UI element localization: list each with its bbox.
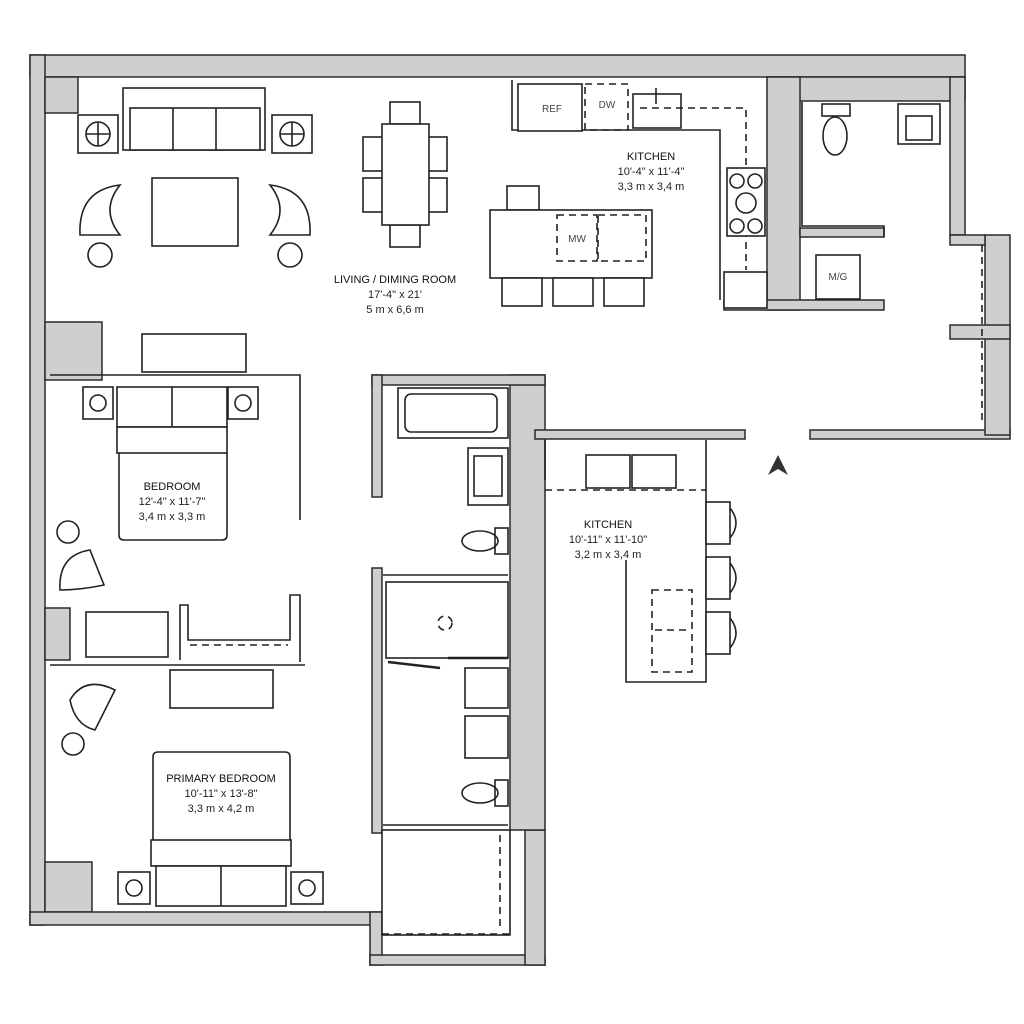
sink — [464, 715, 509, 759]
interior-walls — [50, 80, 983, 936]
svg-text:3,2 m x 3,4 m: 3,2 m x 3,4 m — [575, 549, 642, 561]
toilet — [461, 530, 499, 552]
microwave — [651, 589, 693, 673]
dresser — [169, 669, 274, 709]
primary-bedroom-label: PRIMARY BEDROOM 10'-11" x 13'-8" 3,3 m x… — [166, 773, 276, 815]
bathroom-1 — [397, 387, 509, 555]
svg-text:3,3 m x 3,4 m: 3,3 m x 3,4 m — [618, 181, 685, 193]
bedroom-label: BEDROOM 12'-4" x 11'-7" 3,4 m x 3,3 m — [139, 481, 206, 523]
bedroom-chair — [56, 520, 169, 658]
svg-text:LIVING / DIMING ROOM: LIVING / DIMING ROOM — [334, 274, 456, 286]
toilet — [461, 782, 499, 804]
svg-text:3,3 m x 4,2 m: 3,3 m x 4,2 m — [188, 803, 255, 815]
dining-table — [362, 101, 448, 248]
kitchen-island: MW — [489, 185, 653, 307]
living-room-label: LIVING / DIMING ROOM 17'-4" x 21' 5 m x … — [334, 274, 456, 316]
armchairs — [79, 183, 311, 268]
svg-text:BEDROOM: BEDROOM — [144, 481, 201, 493]
sink — [897, 103, 941, 145]
bathroom-2 — [385, 581, 509, 807]
bathtub — [397, 387, 509, 439]
svg-text:KITCHEN: KITCHEN — [627, 151, 675, 163]
svg-text:10'-11" x 13'-8": 10'-11" x 13'-8" — [185, 788, 258, 800]
svg-text:KITCHEN: KITCHEN — [584, 519, 632, 531]
refrigerator — [517, 83, 583, 132]
svg-text:M/G: M/G — [829, 272, 848, 283]
svg-text:REF: REF — [542, 104, 562, 115]
coffee-table — [151, 177, 239, 247]
washer-dryer — [815, 254, 861, 300]
sofa — [122, 87, 266, 151]
svg-text:10'-4" x 11'-4": 10'-4" x 11'-4" — [618, 166, 685, 178]
svg-text:3,4 m x 3,3 m: 3,4 m x 3,3 m — [139, 511, 206, 523]
shower — [385, 581, 509, 659]
dishwasher — [584, 83, 629, 131]
kitchen-upper-label: KITCHEN 10'-4" x 11'-4" 3,3 m x 3,4 m — [618, 151, 685, 193]
north-arrow-icon — [768, 455, 788, 475]
lower-kitchen — [544, 440, 737, 683]
svg-text:5 m x 6,6 m: 5 m x 6,6 m — [366, 304, 423, 316]
primary-bed — [117, 751, 324, 907]
side-table-lamp — [77, 114, 313, 154]
walls — [29, 54, 1011, 966]
sink — [464, 667, 509, 709]
svg-text:DW: DW — [599, 100, 616, 111]
svg-text:10'-11" x 11'-10": 10'-11" x 11'-10" — [569, 534, 647, 546]
microwave — [556, 214, 598, 262]
svg-text:PRIMARY BEDROOM: PRIMARY BEDROOM — [166, 773, 276, 785]
closet — [381, 829, 511, 936]
svg-text:MW: MW — [568, 234, 586, 245]
primary-chair — [61, 683, 117, 756]
dresser — [141, 333, 247, 373]
cooktop — [726, 167, 766, 237]
powder-room: M/G — [801, 102, 941, 300]
svg-text:17'-4" x 21': 17'-4" x 21' — [368, 289, 422, 301]
svg-text:12'-4" x 11'-7": 12'-4" x 11'-7" — [139, 496, 206, 508]
bed — [82, 386, 259, 541]
kitchen-counter: REF DW — [517, 83, 768, 309]
kitchen-lower-label: KITCHEN 10'-11" x 11'-10" 3,2 m x 3,4 m — [569, 519, 647, 561]
kitchen-sink — [632, 93, 682, 129]
